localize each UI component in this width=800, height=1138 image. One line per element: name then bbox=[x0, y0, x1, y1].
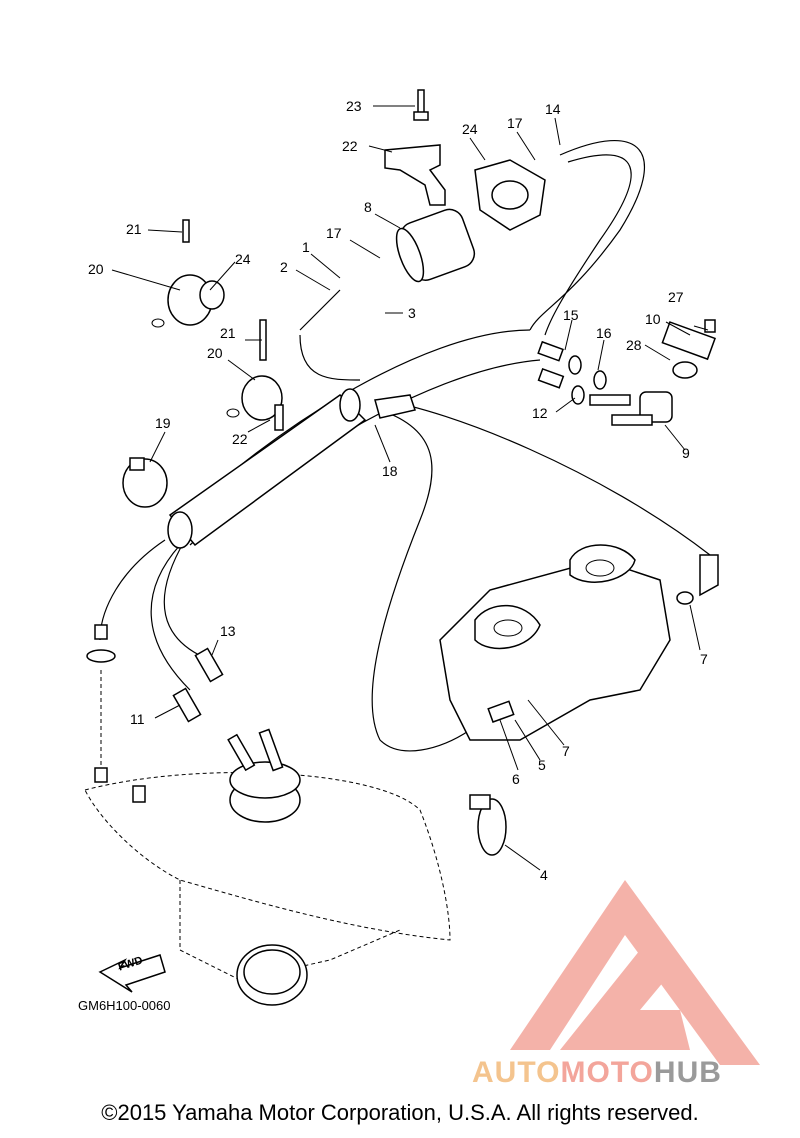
bolt-25 bbox=[413, 89, 429, 121]
callout-22: 22 bbox=[232, 431, 248, 447]
callout-4: 4 bbox=[540, 867, 548, 883]
callout-9: 9 bbox=[682, 445, 690, 461]
hose-18 bbox=[167, 388, 416, 549]
callout-18: 18 bbox=[382, 463, 398, 479]
throttle-body bbox=[439, 544, 671, 741]
bracket-24 bbox=[384, 144, 446, 206]
callout-10: 10 bbox=[645, 311, 661, 327]
fuel-tank bbox=[84, 728, 451, 1006]
callout-17b: 17 bbox=[326, 225, 342, 241]
hose-11-13 bbox=[86, 624, 224, 723]
callout-8: 8 bbox=[364, 199, 372, 215]
callout-20b: 20 bbox=[207, 345, 223, 361]
part-code: GM6H100-0060 bbox=[78, 998, 171, 1013]
holder-26 bbox=[474, 159, 546, 231]
callout-15: 14 bbox=[545, 101, 561, 117]
callout-16: 16 bbox=[596, 325, 612, 341]
callout-numbers: 23 22 24 17 14 8 17 1 2 3 21 20 24 21 20… bbox=[88, 98, 708, 883]
callout-27: 27 bbox=[668, 289, 684, 305]
brand-moto: MOTO bbox=[560, 1056, 654, 1089]
watermark-logo bbox=[510, 880, 760, 1065]
fuel-filter-8 bbox=[395, 208, 476, 283]
callout-14: 15 bbox=[563, 307, 579, 323]
callout-23: 24 bbox=[235, 251, 251, 267]
copyright-notice: ©2015 Yamaha Motor Corporation, U.S.A. A… bbox=[101, 1100, 699, 1125]
watermark-brand: AUTOMOTOHUB bbox=[472, 1056, 722, 1090]
brand-hub: HUB bbox=[653, 1056, 722, 1089]
callout-28: 28 bbox=[626, 337, 642, 353]
callout-5: 5 bbox=[538, 757, 546, 773]
callout-26: 24 bbox=[462, 121, 478, 137]
callout-2: 2 bbox=[280, 259, 288, 275]
callout-21a: 21 bbox=[126, 221, 142, 237]
clamp-4 bbox=[469, 794, 507, 856]
fuel-cock-9 bbox=[589, 319, 716, 426]
brand-auto: AUTO bbox=[472, 1056, 561, 1089]
clamp-group-upper bbox=[151, 219, 225, 328]
callout-17a: 17 bbox=[507, 115, 523, 131]
callout-12: 12 bbox=[532, 405, 548, 421]
forward-arrow-icon bbox=[98, 954, 166, 993]
clamp-19 bbox=[122, 457, 168, 508]
callout-19: 19 bbox=[155, 415, 171, 431]
hose-elbow-right bbox=[676, 554, 719, 605]
callout-24: 22 bbox=[342, 138, 358, 154]
callout-25: 23 bbox=[346, 98, 362, 114]
callout-6: 6 bbox=[512, 771, 520, 787]
callout-20a: 20 bbox=[88, 261, 104, 277]
callout-1: 1 bbox=[302, 239, 310, 255]
callout-13: 13 bbox=[220, 623, 236, 639]
callout-21b: 21 bbox=[220, 325, 236, 341]
callout-7a: 7 bbox=[700, 651, 708, 667]
callout-3: 3 bbox=[408, 305, 416, 321]
clamp-group-lower bbox=[226, 319, 284, 431]
callout-11: 11 bbox=[130, 711, 145, 727]
callout-7b: 7 bbox=[562, 743, 570, 759]
leader-lines bbox=[100, 105, 709, 871]
hose-clamps-center bbox=[537, 340, 607, 405]
